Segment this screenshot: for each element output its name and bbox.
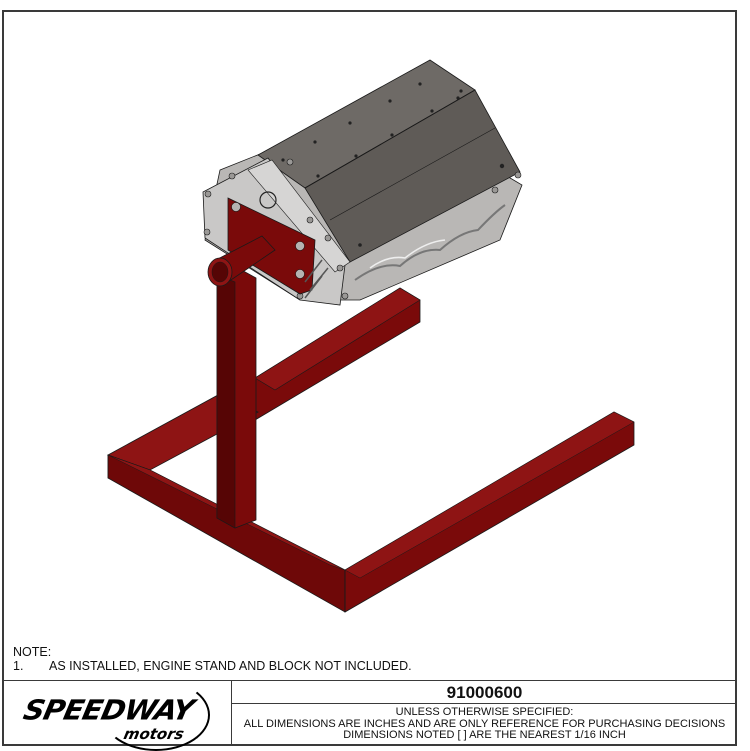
assembly-drawing [107, 59, 635, 613]
company-logo: SPEEDWAY motors [2, 679, 232, 751]
drawing-notes: NOTE: 1. AS INSTALLED, ENGINE STAND AND … [13, 645, 412, 673]
part-number: 91000600 [232, 681, 737, 704]
drawing-border [2, 10, 737, 746]
logo-wordmark: SPEEDWAY [20, 693, 197, 727]
spec-line: ALL DIMENSIONS ARE INCHES AND ARE ONLY R… [243, 717, 726, 730]
note-item-number: 1. [13, 659, 24, 673]
engine-block [202, 59, 523, 306]
note-item-text: AS INSTALLED, ENGINE STAND AND BLOCK NOT… [49, 659, 412, 673]
spec-line: DIMENSIONS NOTED [ ] ARE THE NEAREST 1/1… [343, 729, 626, 741]
dimension-spec: UNLESS OTHERWISE SPECIFIED: ALL DIMENSIO… [232, 704, 737, 746]
note-item: 1. AS INSTALLED, ENGINE STAND AND BLOCK … [13, 659, 412, 673]
note-heading: NOTE: [13, 645, 52, 659]
stand-upright-post [216, 267, 257, 529]
spec-line: UNLESS OTHERWISE SPECIFIED: [395, 706, 574, 718]
stand-spindle-tube [207, 235, 276, 287]
stand-back-rail [254, 287, 421, 421]
logo-subtext: motors [122, 725, 186, 743]
title-info: 91000600 UNLESS OTHERWISE SPECIFIED: ALL… [232, 681, 737, 746]
title-block: SPEEDWAY motors 91000600 UNLESS OTHERWIS… [2, 679, 737, 751]
stand-right-rail [344, 411, 635, 613]
